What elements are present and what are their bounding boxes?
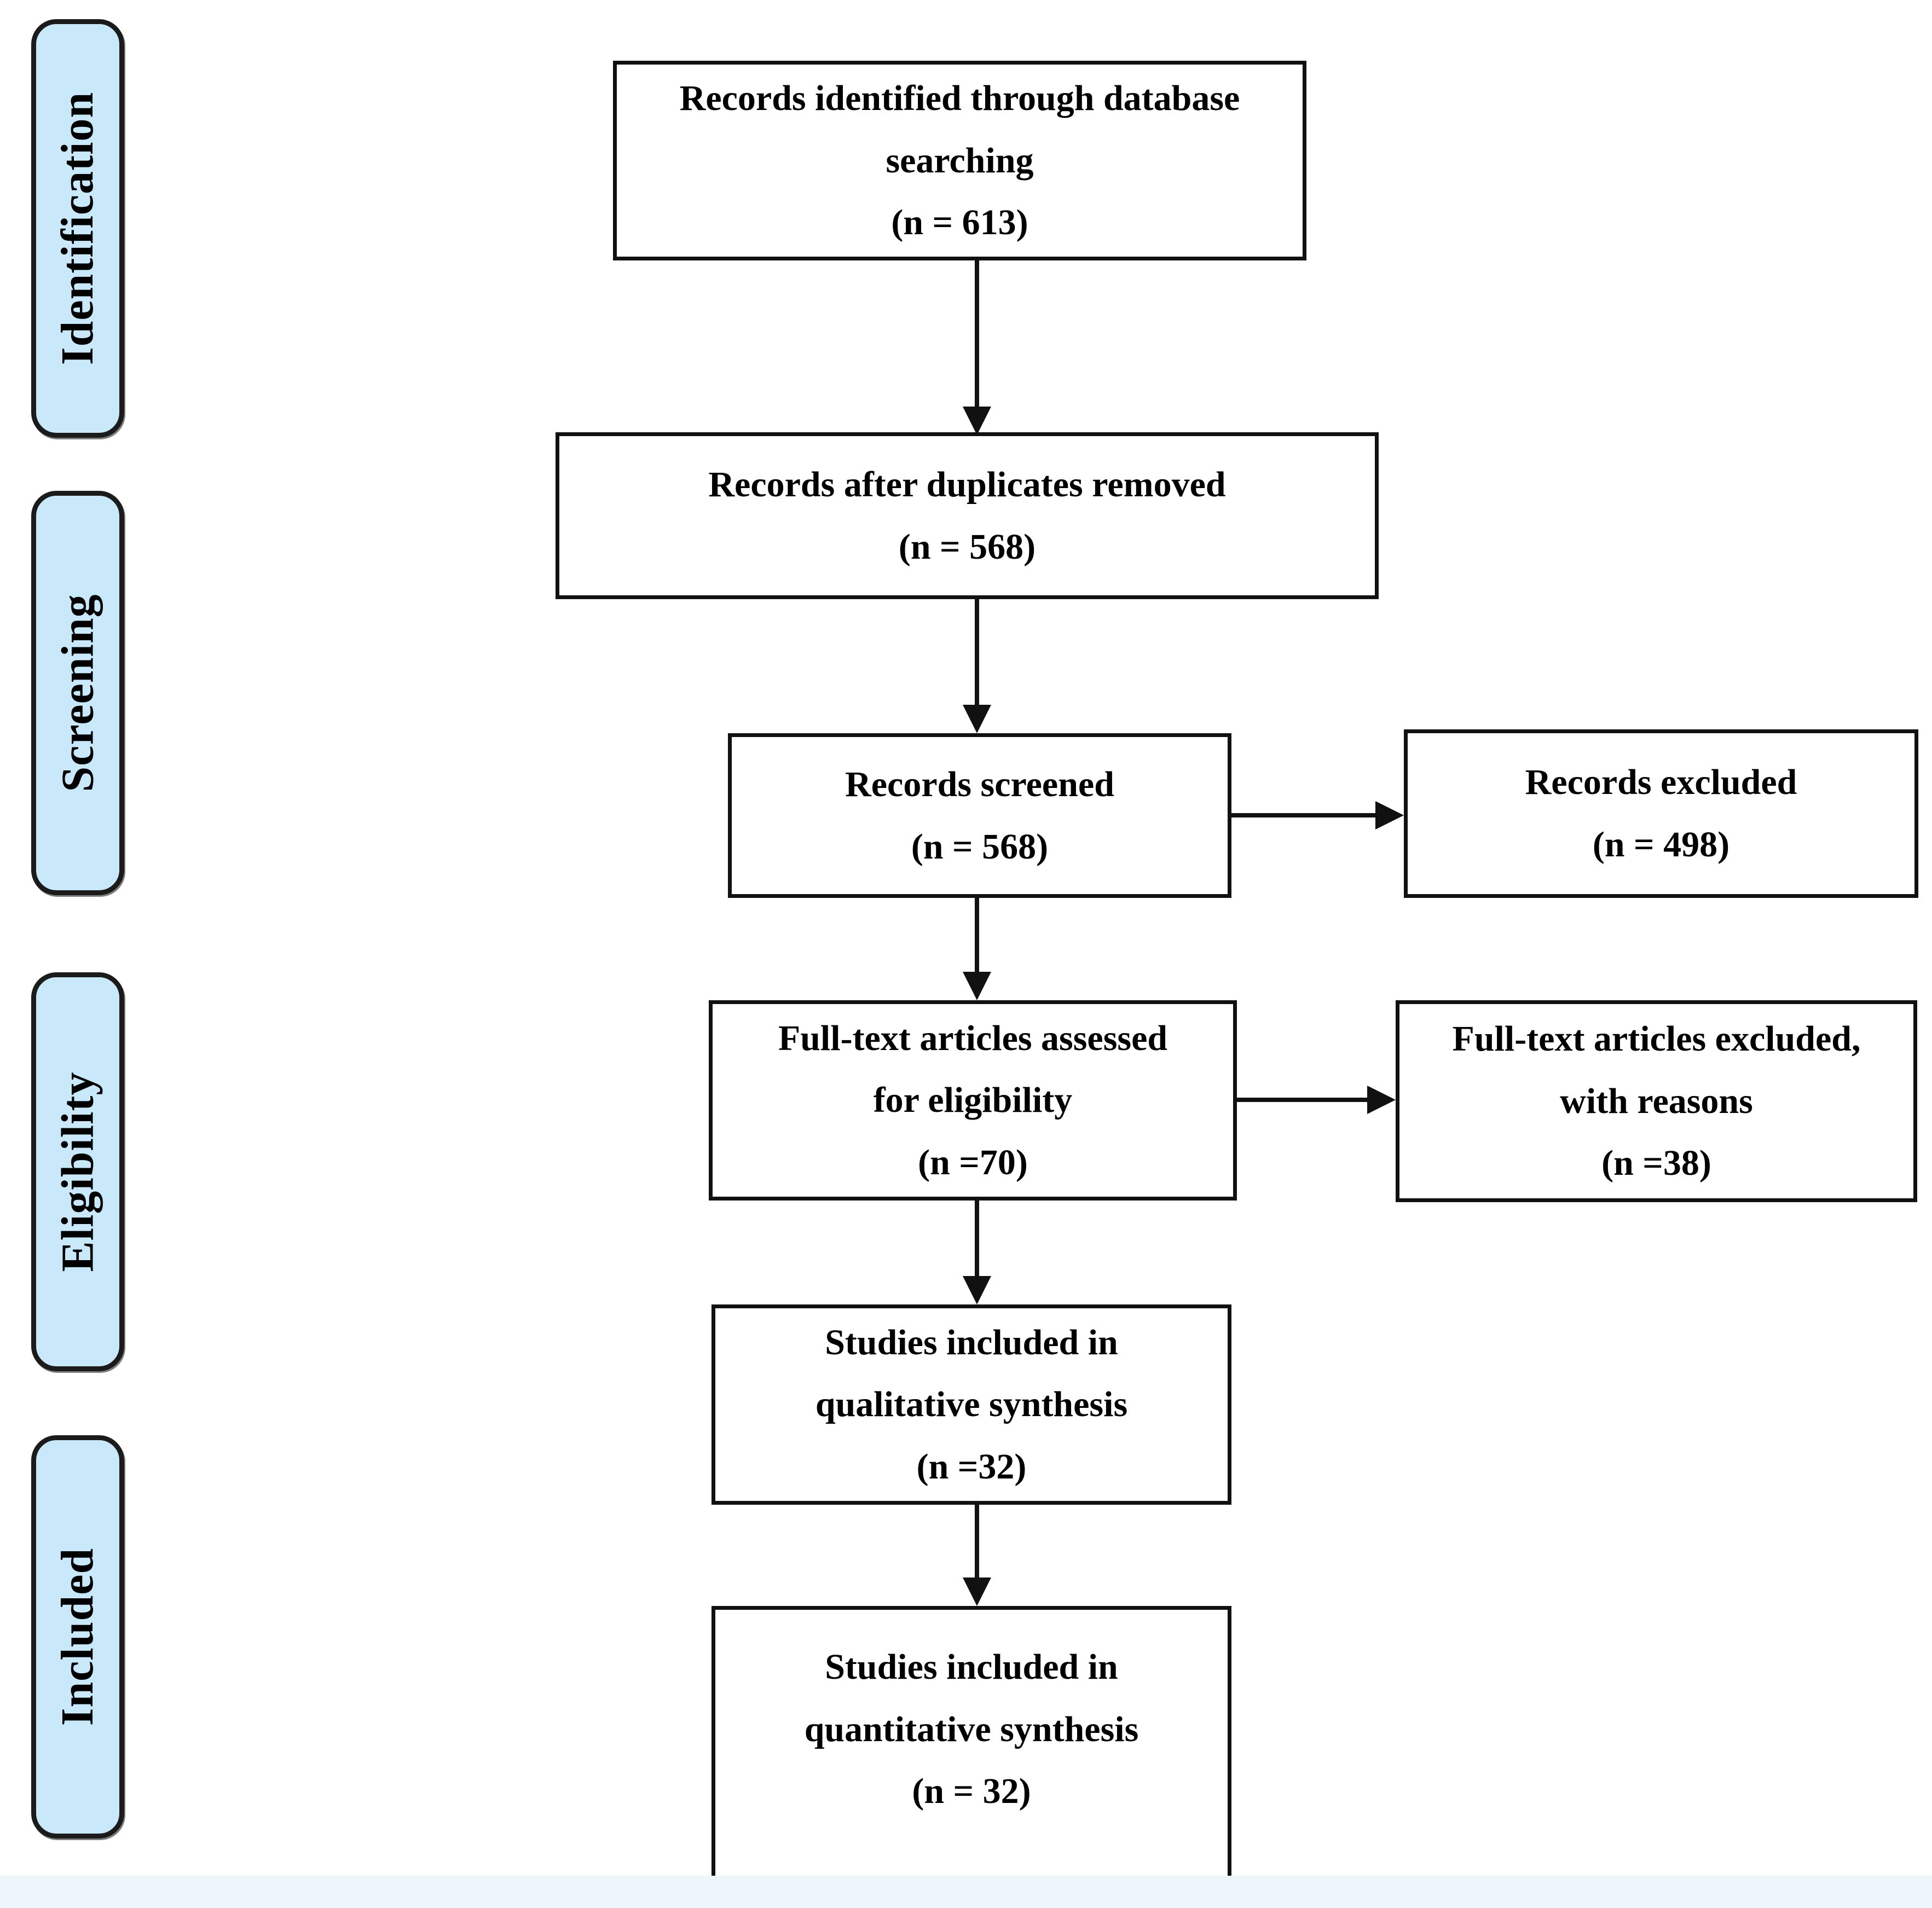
arrow-right-icon — [1375, 801, 1404, 830]
arrow-qualitative-to-quantitative — [963, 1505, 991, 1606]
arrow-down-icon — [963, 1578, 991, 1606]
arrow-shaft — [975, 260, 979, 409]
arrow-down-icon — [963, 1276, 991, 1304]
arrow-shaft — [975, 1201, 979, 1278]
stage-identification-label: Identification — [52, 91, 103, 366]
box-records-screened: Records screened (n = 568) — [728, 733, 1231, 898]
footer-strip — [0, 1876, 1932, 1908]
box-qualitative-synthesis: Studies included in qualitative synthesi… — [712, 1304, 1231, 1505]
stage-screening-label: Screening — [52, 594, 103, 792]
box-records-identified-text: Records identified through database sear… — [679, 78, 1240, 243]
arrow-down-icon — [963, 972, 991, 1000]
arrow-screened-to-excluded — [1231, 801, 1404, 830]
stage-eligibility-label: Eligibility — [52, 1071, 103, 1272]
box-records-identified: Records identified through database sear… — [613, 61, 1306, 260]
box-quantitative-synthesis: Studies included in quantitative synthes… — [712, 1606, 1231, 1885]
stage-included-label: Included — [52, 1547, 103, 1726]
box-qualitative-synthesis-text: Studies included in qualitative synthesi… — [815, 1322, 1128, 1487]
arrow-shaft — [975, 598, 979, 707]
box-fulltext-assessed: Full-text articles assessed for eligibil… — [709, 1000, 1237, 1201]
box-duplicates-removed-text: Records after duplicates removed (n = 56… — [708, 464, 1226, 567]
stage-screening: Screening — [31, 491, 124, 895]
box-records-excluded: Records excluded (n = 498) — [1404, 729, 1918, 898]
box-records-excluded-text: Records excluded (n = 498) — [1525, 762, 1797, 865]
box-fulltext-excluded-text: Full-text articles excluded, with reason… — [1452, 1019, 1861, 1184]
stage-eligibility: Eligibility — [31, 972, 124, 1371]
arrow-shaft — [975, 898, 979, 974]
arrow-identified-to-deduplicated — [963, 260, 991, 435]
arrow-fulltext-to-qualitative — [963, 1201, 991, 1304]
arrow-fulltext-to-fulltext-excluded — [1237, 1086, 1396, 1114]
arrow-right-icon — [1367, 1086, 1396, 1114]
stage-included: Included — [31, 1435, 124, 1839]
arrow-deduplicated-to-screened — [963, 598, 991, 733]
arrow-down-icon — [963, 705, 991, 733]
box-fulltext-assessed-text: Full-text articles assessed for eligibil… — [778, 1018, 1168, 1182]
arrow-shaft — [1237, 1098, 1369, 1102]
box-quantitative-synthesis-text: Studies included in quantitative synthes… — [804, 1647, 1139, 1812]
arrow-screened-to-fulltext — [963, 898, 991, 1000]
arrow-down-icon — [963, 407, 991, 435]
arrow-shaft — [975, 1505, 979, 1580]
arrow-shaft — [1231, 813, 1378, 817]
box-duplicates-removed: Records after duplicates removed (n = 56… — [556, 432, 1379, 599]
box-fulltext-excluded: Full-text articles excluded, with reason… — [1396, 1000, 1917, 1202]
box-records-screened-text: Records screened (n = 568) — [845, 764, 1114, 867]
stage-identification: Identification — [31, 19, 124, 438]
